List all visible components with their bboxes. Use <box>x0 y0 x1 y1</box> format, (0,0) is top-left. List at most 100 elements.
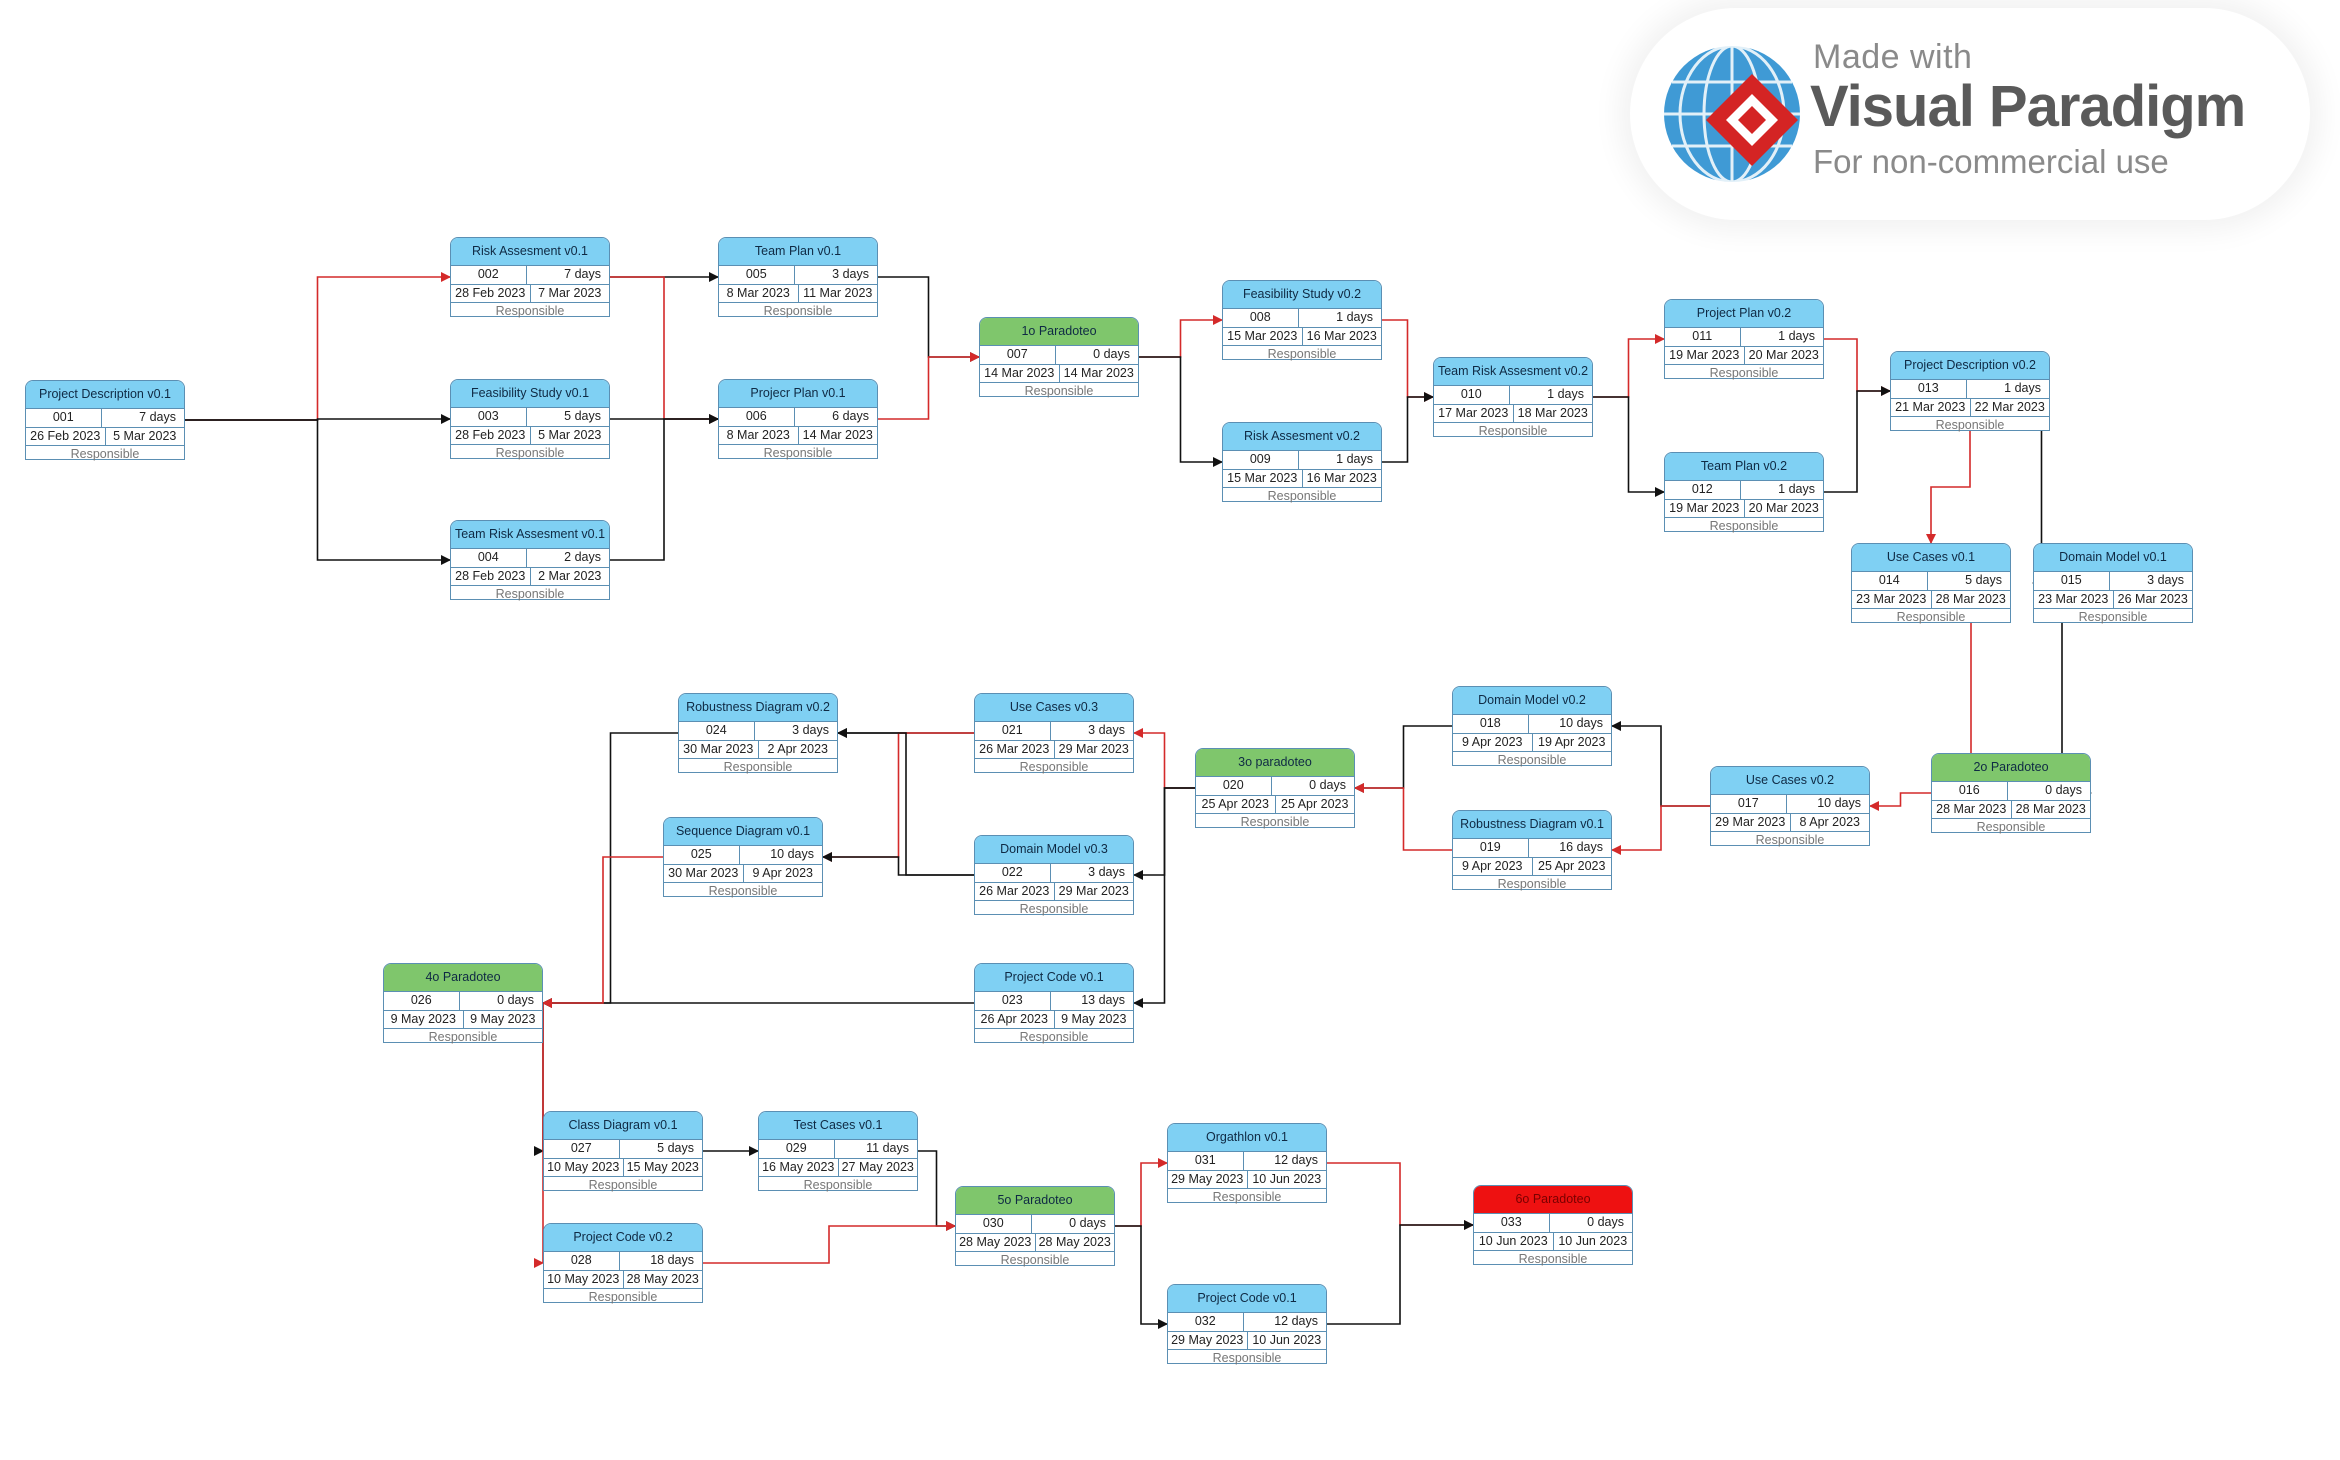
task-end-date: 28 Mar 2023 <box>2010 800 2091 818</box>
edge-017-to-018 <box>1611 721 1710 807</box>
edge-016-to-017 <box>1869 792 1931 811</box>
task-id: 033 <box>1500 1215 1522 1229</box>
task-id: 030 <box>982 1216 1004 1230</box>
watermark-line3: For non-commercial use <box>1813 143 2169 180</box>
task-id: 008 <box>1249 310 1271 324</box>
task-id: 009 <box>1249 452 1271 466</box>
task-duration: 7 days <box>525 266 610 284</box>
task-end-date: 5 Mar 2023 <box>104 427 185 445</box>
task-end-date: 2 Mar 2023 <box>529 567 610 585</box>
task-title: 6o Paradoteo <box>1474 1186 1632 1214</box>
edge-028-to-030 <box>703 1221 956 1264</box>
task-responsible: Responsible <box>1518 1252 1588 1266</box>
task-duration: 1 days <box>1508 386 1593 404</box>
task-duration: 5 days <box>1926 572 2011 590</box>
task-id: 021 <box>1001 723 1023 737</box>
task-end-date: 11 Mar 2023 <box>797 284 878 302</box>
task-id: 027 <box>570 1141 592 1155</box>
task-end-date: 9 May 2023 <box>1053 1010 1134 1028</box>
task-id: 026 <box>410 993 432 1007</box>
task-id: 005 <box>745 267 767 281</box>
task-duration: 0 days <box>1054 346 1139 364</box>
task-duration: 12 days <box>1242 1313 1327 1331</box>
task-title: Feasibility Study v0.1 <box>451 380 609 408</box>
edge-019-to-020 <box>1354 783 1452 851</box>
edge-007-to-009 <box>1139 356 1223 467</box>
task-responsible: Responsible <box>723 760 793 774</box>
task-responsible: Responsible <box>1976 820 2046 834</box>
task-responsible: Responsible <box>495 587 565 601</box>
task-duration: 0 days <box>1030 1215 1115 1233</box>
task-start-date: 9 Apr 2023 <box>1462 734 1523 749</box>
task-responsible: Responsible <box>588 1290 658 1304</box>
task-start-date: 9 May 2023 <box>390 1011 456 1026</box>
edge-020-to-021 <box>1133 728 1195 789</box>
edge-001-to-004 <box>185 419 451 565</box>
task-start-date: 19 Mar 2023 <box>1669 347 1740 362</box>
task-duration: 3 days <box>753 722 838 740</box>
task-responsible: Responsible <box>1497 753 1567 767</box>
task-title: Team Risk Assesment v0.1 <box>451 521 609 549</box>
task-end-date: 20 Mar 2023 <box>1743 346 1824 364</box>
task-duration: 3 days <box>1049 722 1134 740</box>
task-title: Domain Model v0.1 <box>2034 544 2192 572</box>
task-title: 5o Paradoteo <box>956 1187 1114 1215</box>
task-responsible: Responsible <box>428 1030 498 1044</box>
task-id: 012 <box>1691 482 1713 496</box>
task-responsible: Responsible <box>1019 760 1089 774</box>
task-responsible: Responsible <box>1019 1030 1089 1044</box>
task-id: 028 <box>570 1253 592 1267</box>
task-id: 007 <box>1006 347 1028 361</box>
task-responsible: Responsible <box>1896 610 1966 624</box>
edge-001-to-002 <box>185 272 451 421</box>
task-title: Team Risk Assesment v0.2 <box>1434 358 1592 386</box>
task-start-date: 10 Jun 2023 <box>1478 1233 1548 1248</box>
task-end-date: 15 May 2023 <box>622 1158 703 1176</box>
task-title: Domain Model v0.3 <box>975 836 1133 864</box>
edge-013-to-014 <box>1926 431 1971 544</box>
edge-032-to-033 <box>1327 1220 1474 1325</box>
task-responsible: Responsible <box>1212 1351 1282 1365</box>
task-id: 024 <box>705 723 727 737</box>
task-responsible: Responsible <box>70 447 140 461</box>
task-duration: 3 days <box>1049 864 1134 882</box>
task-end-date: 26 Mar 2023 <box>2112 590 2193 608</box>
visual-paradigm-watermark: Made with Visual Paradigm For non-commer… <box>1630 8 2310 220</box>
task-id: 025 <box>690 847 712 861</box>
watermark-line2: Visual Paradigm <box>1810 74 2246 139</box>
task-duration: 2 days <box>525 549 610 567</box>
